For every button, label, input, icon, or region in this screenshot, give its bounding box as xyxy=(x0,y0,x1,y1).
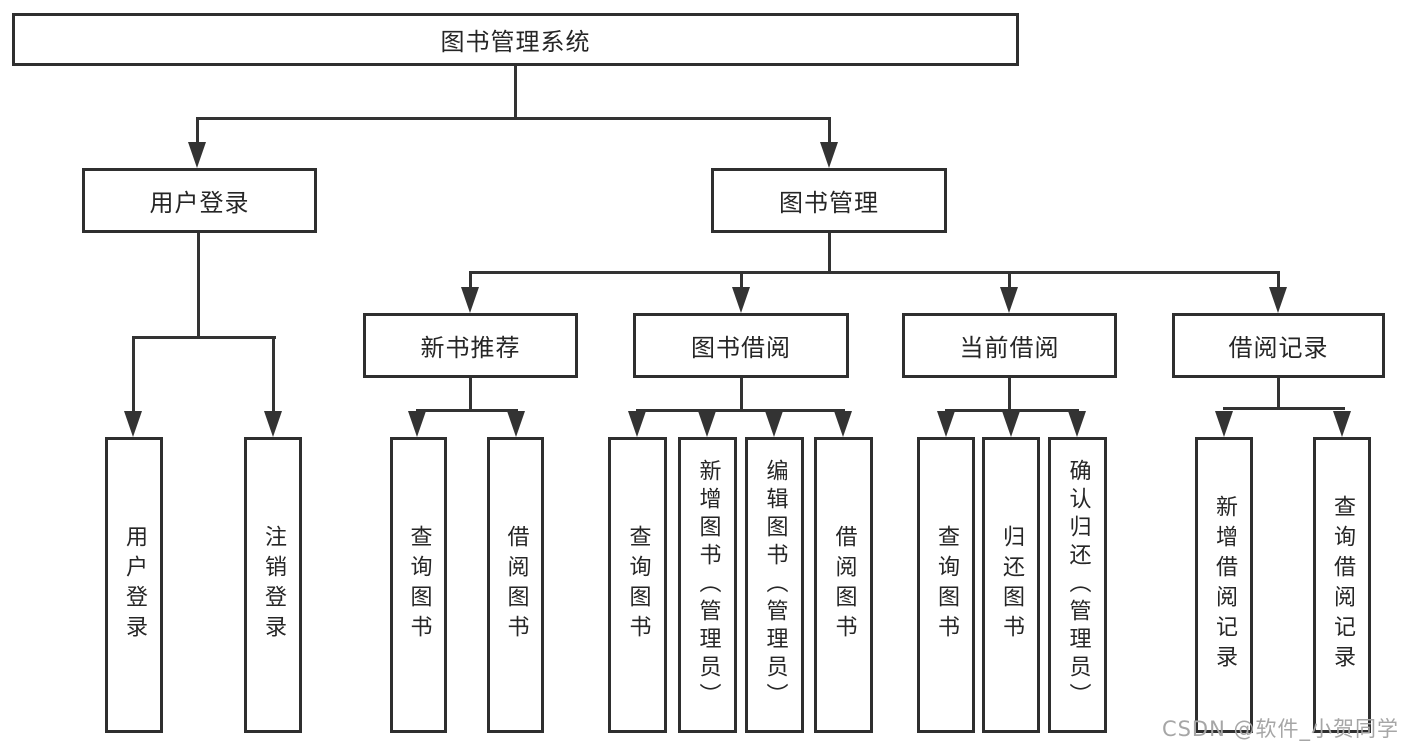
leaf-cb-query-books: 查询图书 xyxy=(917,437,975,733)
arrow-down-icon xyxy=(1269,287,1287,313)
node-book-borrow: 图书借阅 xyxy=(633,313,849,378)
arrow-down-icon xyxy=(1000,287,1018,313)
leaf-br-query-record: 查询借阅记录 xyxy=(1313,437,1371,733)
leaf-br-add-record: 新增借阅记录 xyxy=(1195,437,1253,733)
leaf-user-login-label: 用户登录 xyxy=(122,525,147,645)
leaf-rec-query-books: 查询图书 xyxy=(390,437,447,733)
connector-drop-leaf xyxy=(272,336,275,414)
node-current-borrow: 当前借阅 xyxy=(902,313,1117,378)
connector-book-borrow-trunk xyxy=(740,378,743,412)
leaf-bb-query-books-label: 查询图书 xyxy=(625,525,651,645)
arrow-down-icon xyxy=(1002,411,1020,437)
csdn-watermark: CSDN @软件_小贺同学 xyxy=(1161,717,1399,741)
connector-root-trunk xyxy=(514,66,517,118)
leaf-logout-label: 注销登录 xyxy=(261,525,286,645)
node-current-borrow-label: 当前借阅 xyxy=(959,334,1060,362)
connector-book-management-trunk xyxy=(828,233,831,274)
connector-borrow-records-trunk xyxy=(1277,378,1280,410)
arrow-down-icon xyxy=(1215,411,1233,437)
leaf-bb-edit-books-admin-label: 编辑图书（管理员） xyxy=(762,459,788,711)
node-user-login-branch-label: 用户登录 xyxy=(149,189,250,217)
node-new-book-recommend: 新书推荐 xyxy=(363,313,578,378)
leaf-bb-borrow-books-label: 借阅图书 xyxy=(831,525,857,645)
connector-borrow-records-split xyxy=(1223,407,1345,410)
node-borrow-records-label: 借阅记录 xyxy=(1228,334,1329,362)
leaf-bb-add-books-admin: 新增图书（管理员） xyxy=(678,437,737,733)
node-root-label: 图书管理系统 xyxy=(440,28,591,56)
connector-drop-user-login xyxy=(196,117,199,147)
arrow-down-icon xyxy=(264,411,282,437)
leaf-rec-query-books-label: 查询图书 xyxy=(406,525,432,645)
arrow-down-icon xyxy=(188,142,206,168)
arrow-down-icon xyxy=(698,411,716,437)
connector-drop-group xyxy=(740,271,743,289)
leaf-cb-confirm-return-admin: 确认归还（管理员） xyxy=(1048,437,1107,733)
connector-user-login-split xyxy=(132,336,276,339)
connector-recommend-split xyxy=(416,409,518,412)
connector-drop-group xyxy=(469,271,472,289)
node-root: 图书管理系统 xyxy=(12,13,1019,66)
leaf-cb-return-books: 归还图书 xyxy=(982,437,1040,733)
leaf-bb-add-books-admin-label: 新增图书（管理员） xyxy=(695,459,721,711)
node-book-management-branch: 图书管理 xyxy=(711,168,947,233)
arrow-down-icon xyxy=(834,411,852,437)
arrow-down-icon xyxy=(408,411,426,437)
arrow-down-icon xyxy=(1068,411,1086,437)
leaf-cb-query-books-label: 查询图书 xyxy=(934,525,959,645)
connector-user-login-trunk xyxy=(197,233,200,339)
node-new-book-recommend-label: 新书推荐 xyxy=(420,334,521,362)
arrow-down-icon xyxy=(628,411,646,437)
leaf-logout: 注销登录 xyxy=(244,437,302,733)
node-book-borrow-label: 图书借阅 xyxy=(691,334,791,362)
leaf-br-query-record-label: 查询借阅记录 xyxy=(1330,495,1355,675)
connector-book-management-split xyxy=(469,271,1280,274)
node-book-management-branch-label: 图书管理 xyxy=(779,189,879,217)
connector-recommend-trunk xyxy=(469,378,472,412)
arrow-down-icon xyxy=(937,411,955,437)
connector-drop-leaf xyxy=(132,336,135,414)
node-borrow-records: 借阅记录 xyxy=(1172,313,1385,378)
arrow-down-icon xyxy=(1333,411,1351,437)
connector-drop-group xyxy=(1277,271,1280,289)
leaf-rec-borrow-books: 借阅图书 xyxy=(487,437,544,733)
leaf-bb-borrow-books: 借阅图书 xyxy=(814,437,873,733)
leaf-user-login: 用户登录 xyxy=(105,437,163,733)
leaf-cb-confirm-return-admin-label: 确认归还（管理员） xyxy=(1065,459,1091,711)
arrow-down-icon xyxy=(820,142,838,168)
connector-current-borrow-trunk xyxy=(1008,378,1011,412)
arrow-down-icon xyxy=(765,411,783,437)
arrow-down-icon xyxy=(124,411,142,437)
connector-root-split xyxy=(197,117,831,120)
arrow-down-icon xyxy=(732,287,750,313)
arrow-down-icon xyxy=(507,411,525,437)
leaf-bb-query-books: 查询图书 xyxy=(608,437,667,733)
arrow-down-icon xyxy=(461,287,479,313)
connector-book-borrow-split xyxy=(636,409,845,412)
leaf-br-add-record-label: 新增借阅记录 xyxy=(1212,495,1237,675)
connector-drop-group xyxy=(1008,271,1011,289)
connector-drop-book-management xyxy=(828,117,831,147)
node-user-login-branch: 用户登录 xyxy=(82,168,317,233)
leaf-cb-return-books-label: 归还图书 xyxy=(999,525,1024,645)
leaf-bb-edit-books-admin: 编辑图书（管理员） xyxy=(745,437,804,733)
connector-current-borrow-split xyxy=(945,409,1079,412)
leaf-rec-borrow-books-label: 借阅图书 xyxy=(503,525,529,645)
